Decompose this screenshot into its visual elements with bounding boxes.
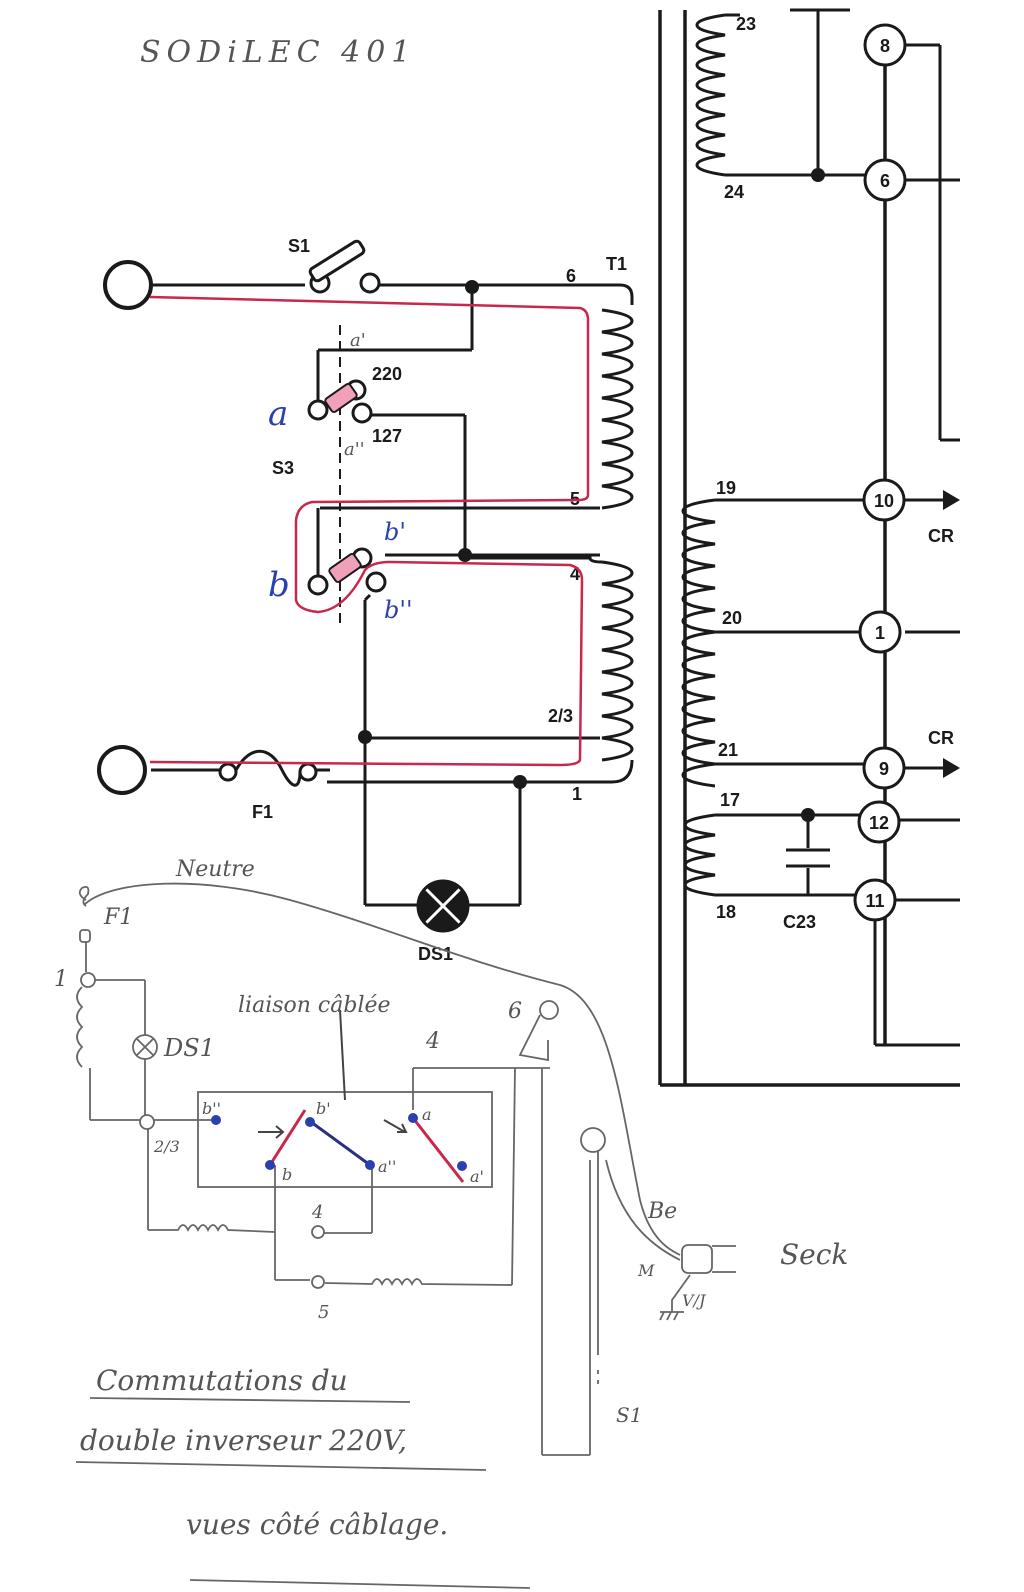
node-10-label: 10 — [874, 491, 894, 511]
sketch-seck: Seck — [780, 1238, 848, 1271]
sketch-contacts — [211, 1113, 467, 1171]
sketch-pin-4-top: 4 — [425, 1029, 440, 1054]
lamp-ds1-label: DS1 — [418, 944, 453, 964]
capacitor-c23-label: C23 — [783, 912, 816, 932]
node-11: 11 — [853, 878, 897, 922]
sketch-b: b — [282, 1165, 292, 1184]
sketch-m: M — [637, 1261, 655, 1280]
contact-b-prime: b' — [384, 518, 406, 546]
node-12: 12 — [857, 800, 901, 844]
pencil-sketch — [75, 882, 736, 1589]
node-9-label: 9 — [879, 759, 889, 779]
pin-label-20: 20 — [722, 608, 742, 628]
sketch-f1: F1 — [103, 905, 133, 930]
contact-b-dprime: b'' — [384, 596, 413, 624]
node-10: 10 — [862, 478, 906, 522]
pin-label-24: 24 — [724, 182, 744, 202]
pin-label-19: 19 — [716, 478, 736, 498]
node-9: 9 — [862, 746, 906, 790]
junction-dot — [513, 775, 527, 789]
junction-dot — [811, 168, 825, 182]
switch-s3-label: S3 — [272, 458, 294, 478]
pin-label-21: 21 — [718, 740, 738, 760]
sketch-liaison: liaison câblée — [238, 993, 391, 1018]
primary-pin-4: 4 — [570, 564, 580, 584]
sketch-pin-2-3: 2/3 — [153, 1137, 180, 1156]
secondary-coil-17-18 — [683, 813, 960, 902]
sketch-be: Be — [647, 1199, 677, 1224]
pole-b-label: b — [268, 565, 290, 605]
node-1-label: 1 — [875, 623, 885, 643]
sketch-neutre: Neutre — [175, 857, 255, 882]
pin-label-23: 23 — [736, 14, 756, 34]
arrow-cr-bottom — [943, 758, 960, 778]
node-11-label: 11 — [865, 891, 884, 911]
primary-pin-1: 1 — [572, 784, 582, 804]
node-1: 1 — [858, 610, 902, 654]
switch-s3 — [307, 325, 387, 625]
pole-a-label: a — [268, 394, 288, 434]
sketch-a-prime: a' — [470, 1167, 484, 1186]
sketch-a-dprime: a'' — [378, 1157, 396, 1176]
mains-terminal-bottom — [97, 745, 147, 795]
junction-dot — [358, 730, 372, 744]
junction-dot — [458, 548, 472, 562]
junction-dot — [801, 808, 815, 822]
red-current-path — [149, 295, 590, 767]
sketch-pin-6: 6 — [508, 999, 522, 1024]
sketch-a: a — [422, 1105, 432, 1124]
primary-pin-2-3: 2/3 — [548, 706, 573, 726]
sketch-ds1: DS1 — [163, 1034, 215, 1062]
sketch-pin-4-mid: 4 — [311, 1202, 323, 1223]
cr-label-bottom: CR — [928, 728, 954, 748]
sketch-pin-1: 1 — [54, 967, 68, 992]
fuse-f1-label: F1 — [252, 802, 273, 822]
sketch-s1: S1 — [616, 1403, 642, 1427]
node-6-label: 6 — [880, 171, 890, 191]
lamp-ds1 — [416, 879, 470, 933]
switch-s1-label: S1 — [288, 236, 310, 256]
primary-wiring — [151, 285, 600, 907]
node-8: 8 — [863, 23, 907, 67]
secondary-frame — [658, 10, 960, 1087]
sketch-switch-links — [268, 1109, 465, 1183]
sketch-b-dprime: b'' — [202, 1099, 221, 1118]
pin-label-18: 18 — [716, 902, 736, 922]
secondary-coil-23-24 — [695, 8, 960, 442]
sketch-pin-5: 5 — [318, 1302, 329, 1323]
mains-terminal-top — [103, 260, 153, 310]
contact-a-prime: a' — [350, 330, 366, 351]
contact-a-dprime: a'' — [344, 439, 365, 460]
switch-s1 — [151, 239, 600, 294]
secondary-coil-19-21 — [681, 498, 960, 788]
sketch-arrows — [258, 1009, 408, 1139]
node-8-label: 8 — [880, 36, 890, 56]
sketch-b-prime: b' — [316, 1099, 331, 1118]
node-12-label: 12 — [869, 813, 889, 833]
transformer-t1-primary — [320, 283, 634, 784]
junction-dot — [465, 280, 479, 294]
node-6: 6 — [863, 158, 907, 202]
label-127: 127 — [372, 426, 402, 446]
fuse-f1 — [218, 749, 330, 787]
label-220: 220 — [372, 364, 402, 384]
arrow-cr-top — [943, 490, 960, 510]
sheet-title: SODiLEC 401 — [140, 35, 416, 70]
note-line-2: double inverseur 220V, — [80, 1424, 407, 1457]
note-line-1: Commutations du — [96, 1364, 348, 1397]
pin-label-17: 17 — [720, 790, 740, 810]
primary-pin-6: 6 — [566, 266, 576, 286]
sketch-vj: V/J — [682, 1291, 707, 1310]
transformer-t1-label: T1 — [606, 254, 627, 274]
note-line-3: vues côté câblage. — [186, 1508, 448, 1541]
cr-label-top: CR — [928, 526, 954, 546]
